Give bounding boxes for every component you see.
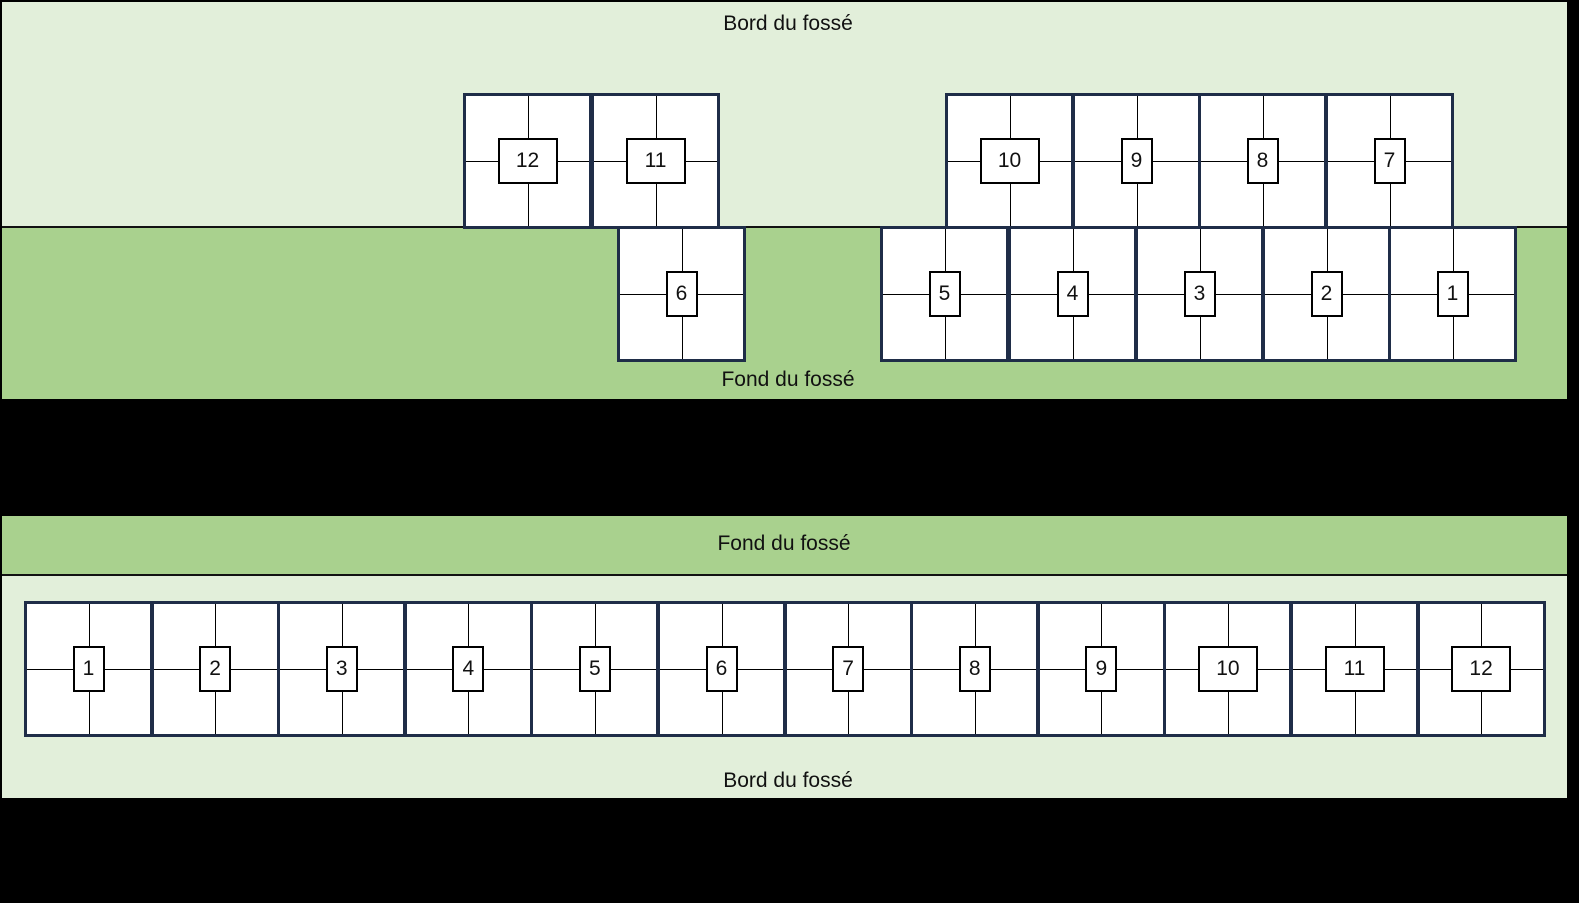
plot-10: 10 xyxy=(1163,601,1293,737)
plot-10: 10 xyxy=(945,93,1074,229)
plot-2: 2 xyxy=(150,601,280,737)
plot-number-label: 5 xyxy=(928,271,961,317)
top-bord-label: Bord du fossé xyxy=(723,12,853,35)
plot-12: 12 xyxy=(1416,601,1546,737)
plot-number-label: 9 xyxy=(1120,138,1153,184)
plot-5: 5 xyxy=(880,226,1009,362)
plot-2: 2 xyxy=(1262,226,1391,362)
plot-6: 6 xyxy=(617,226,746,362)
plot-number-label: 3 xyxy=(1183,271,1216,317)
plot-number-label: 1 xyxy=(1436,271,1469,317)
plot-3: 3 xyxy=(1135,226,1264,362)
plot-8: 8 xyxy=(1198,93,1327,229)
plot-12: 12 xyxy=(463,93,592,229)
plot-number-label: 3 xyxy=(325,646,358,692)
plot-number-label: 10 xyxy=(1197,646,1258,692)
plot-number-label: 9 xyxy=(1085,646,1118,692)
plot-number-label: 2 xyxy=(1310,271,1343,317)
bottom-fond-label: Fond du fossé xyxy=(717,532,851,555)
plot-number-label: 4 xyxy=(452,646,485,692)
plot-number-label: 8 xyxy=(1246,138,1279,184)
plot-1: 1 xyxy=(1388,226,1517,362)
plot-7: 7 xyxy=(783,601,913,737)
plot-6: 6 xyxy=(657,601,786,737)
plot-7: 7 xyxy=(1325,93,1454,229)
plot-number-label: 11 xyxy=(1324,646,1385,692)
bottom-bord-label: Bord du fossé xyxy=(723,769,853,792)
plot-number-label: 4 xyxy=(1056,271,1089,317)
plot-number-label: 8 xyxy=(958,646,991,692)
plot-number-label: 6 xyxy=(705,646,738,692)
plot-3: 3 xyxy=(277,601,407,737)
plot-9: 9 xyxy=(1072,93,1201,229)
plot-1: 1 xyxy=(24,601,153,737)
bottom-fond-zone xyxy=(2,516,1567,574)
plot-11: 11 xyxy=(591,93,720,229)
plot-number-label: 2 xyxy=(199,646,232,692)
plot-number-label: 7 xyxy=(1373,138,1406,184)
plot-number-label: 12 xyxy=(497,138,558,184)
plot-8: 8 xyxy=(910,601,1040,737)
plot-4: 4 xyxy=(1008,226,1137,362)
plot-number-label: 7 xyxy=(832,646,865,692)
plot-4: 4 xyxy=(403,601,533,737)
plot-number-label: 11 xyxy=(625,138,686,184)
plot-number-label: 1 xyxy=(72,646,105,692)
plot-5: 5 xyxy=(530,601,660,737)
plot-number-label: 5 xyxy=(578,646,611,692)
plot-number-label: 6 xyxy=(665,271,698,317)
plot-number-label: 10 xyxy=(979,138,1040,184)
plot-number-label: 12 xyxy=(1451,646,1512,692)
top-fond-label: Fond du fossé xyxy=(721,368,855,391)
plot-9: 9 xyxy=(1036,601,1166,737)
plot-11: 11 xyxy=(1290,601,1419,737)
